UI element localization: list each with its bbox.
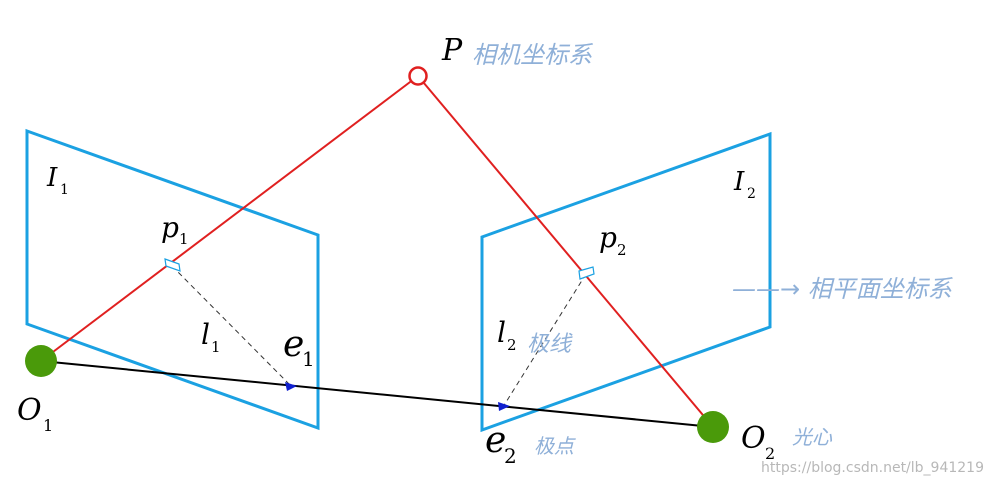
epipolar-line-l1 xyxy=(171,265,292,387)
label-p1: p xyxy=(161,211,179,244)
note-epipole: 极点 xyxy=(534,434,576,458)
image-plane-right xyxy=(480,131,772,433)
label-o1-sub: 1 xyxy=(43,416,53,435)
label-e1-sub: 1 xyxy=(302,347,315,371)
label-l1: l xyxy=(201,318,210,351)
image-point-p2-marker xyxy=(578,266,595,280)
epipolar-line-l2 xyxy=(502,273,587,408)
label-e2-sub: 2 xyxy=(504,444,517,468)
label-i1: I xyxy=(46,163,58,193)
epipole-e2-marker xyxy=(498,402,510,411)
label-i2-sub: 2 xyxy=(747,186,756,202)
label-e1: e xyxy=(283,324,304,365)
note-camera-coordinate-system: 相机坐标系 xyxy=(472,41,594,69)
label-e2: e xyxy=(485,420,506,461)
label-p1-sub: 1 xyxy=(179,230,189,248)
label-l2: l xyxy=(497,316,506,349)
label-p2: p xyxy=(599,221,617,254)
note-image-plane-coordinate-system: ——→ 相平面坐标系 xyxy=(732,275,954,303)
camera-center-o1 xyxy=(25,345,57,377)
image-point-p1-marker xyxy=(164,258,181,272)
label-l1-sub: 1 xyxy=(211,338,221,356)
label-i1-sub: 1 xyxy=(60,182,69,198)
ray-o2-p xyxy=(417,75,714,428)
point-p-marker xyxy=(408,66,428,86)
label-o2-sub: 2 xyxy=(765,444,775,463)
label-o2: O xyxy=(741,421,766,456)
note-optical-center: 光心 xyxy=(792,425,833,449)
label-l2-sub: 2 xyxy=(507,336,517,354)
ray-o1-p xyxy=(40,75,419,362)
image-plane-left xyxy=(25,128,320,431)
epipole-e1-marker xyxy=(285,382,297,391)
label-i2: I xyxy=(733,167,745,197)
label-o1: O xyxy=(17,393,42,428)
baseline xyxy=(40,360,714,428)
label-p: P xyxy=(441,33,463,68)
label-p2-sub: 2 xyxy=(617,241,627,259)
watermark: https://blog.csdn.net/lb_941219 xyxy=(761,460,984,476)
camera-center-o2 xyxy=(697,411,729,443)
note-epipolar-line: 极线 xyxy=(527,332,573,357)
